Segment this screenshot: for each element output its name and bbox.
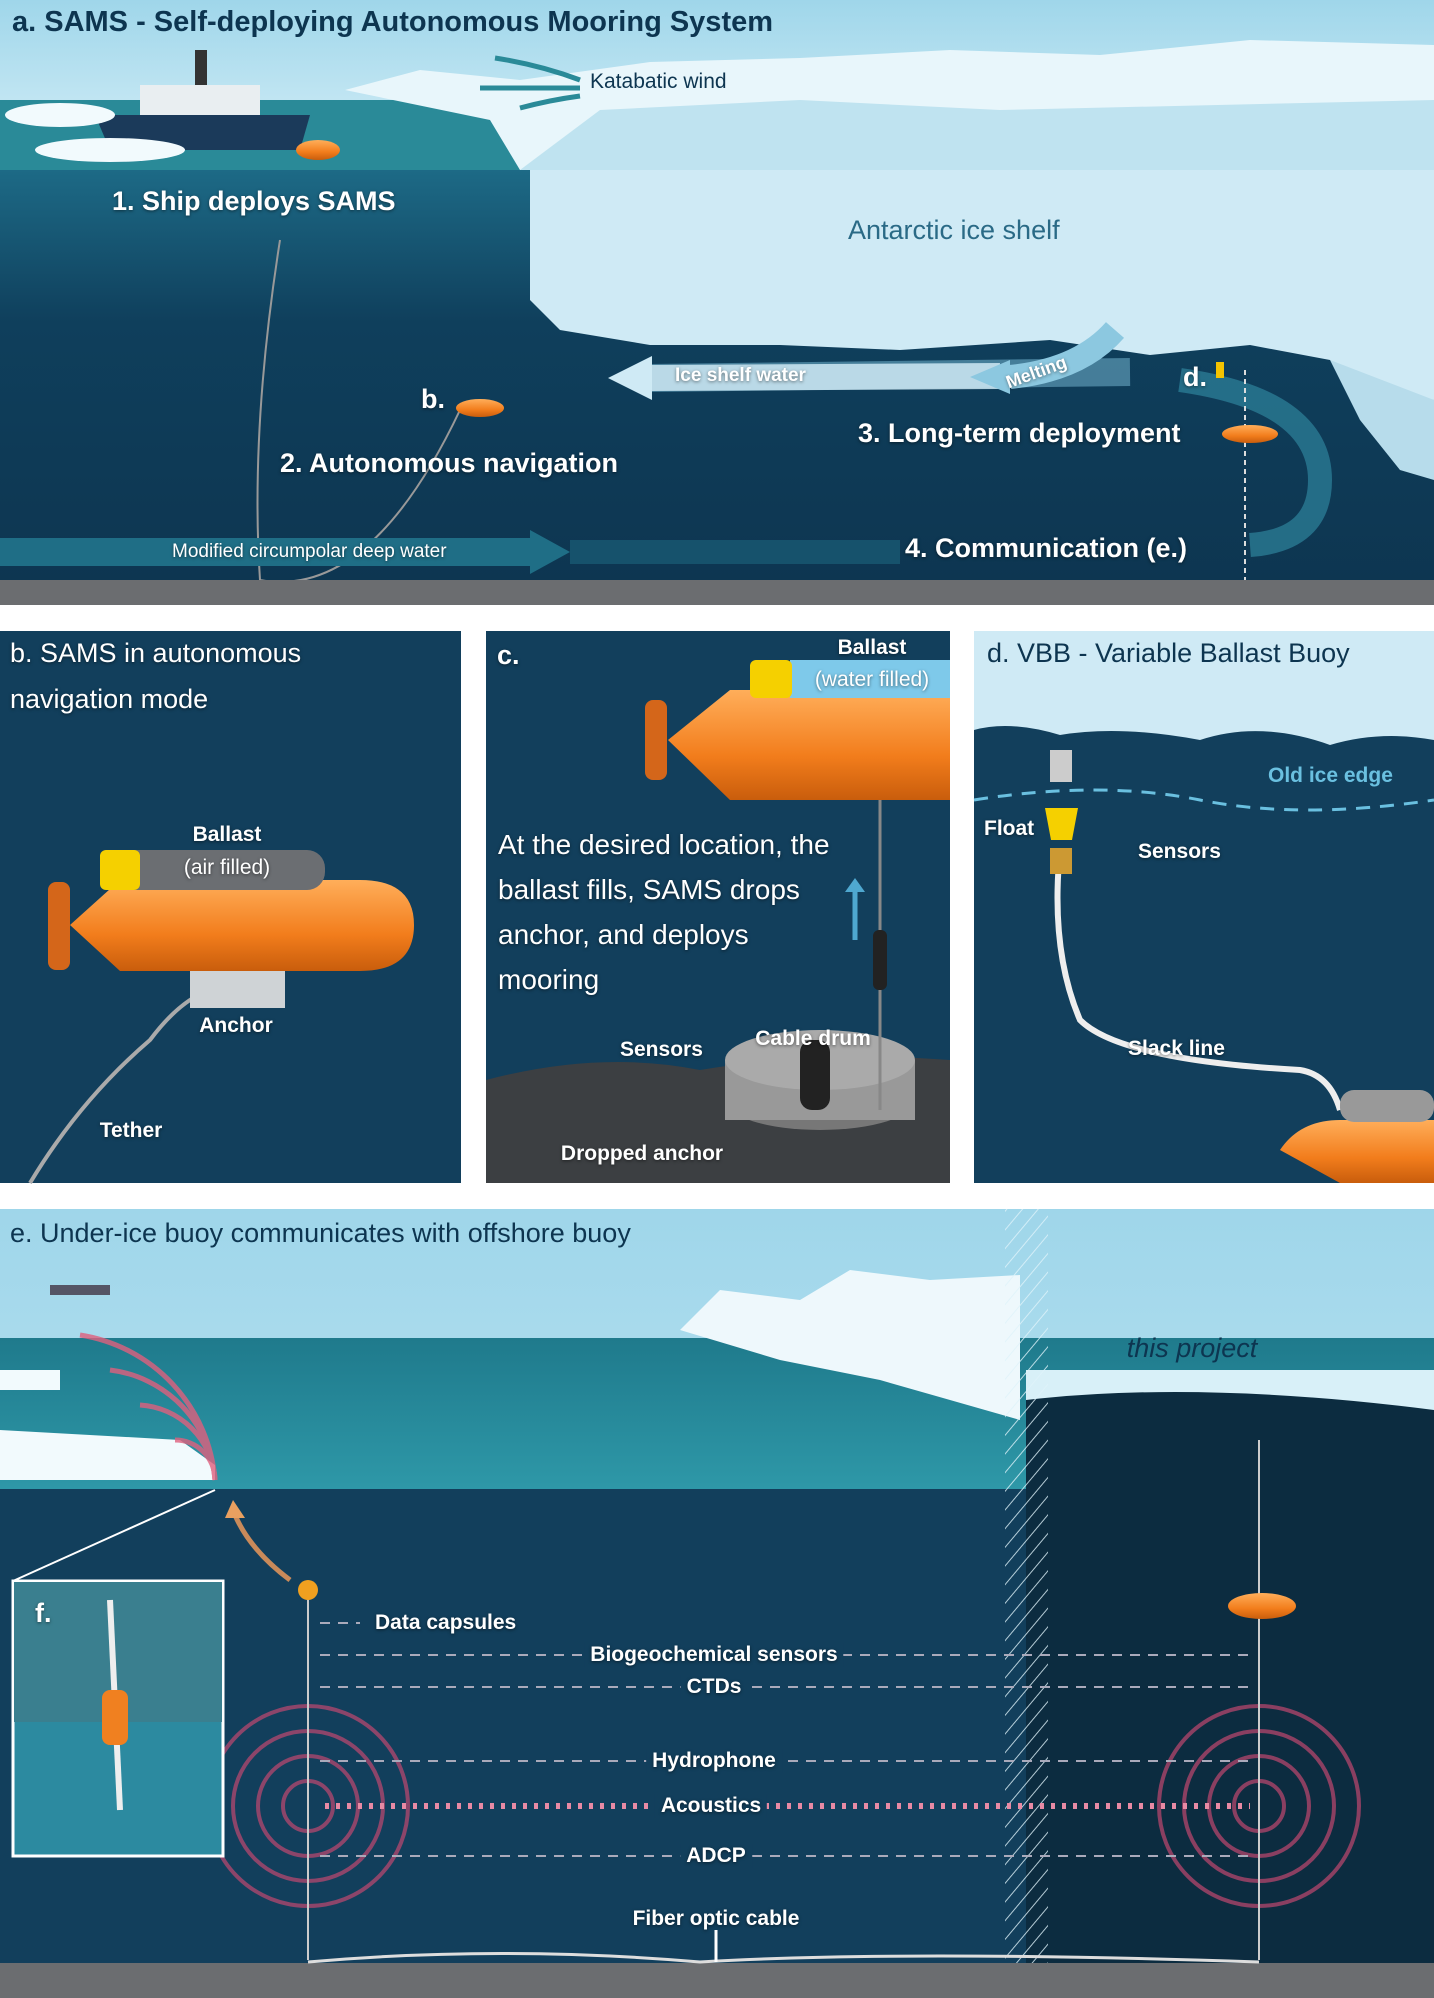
float-label: Float [984,817,1035,840]
step4-label: 4. Communication (e.) [905,533,1188,563]
ice-shelf-label: Antarctic ice shelf [848,215,1060,245]
sensors-label-d: Sensors [1138,840,1221,863]
ice-shelf-water-label: Ice shelf water [675,365,806,386]
katabatic-wind-label: Katabatic wind [590,70,727,93]
panel-c-description: At the desired location, the ballast fil… [498,829,830,995]
inset-f-label: f. [35,1598,52,1628]
ballast-state: (air filled) [183,856,271,879]
panel-b-title-line2: navigation mode [10,684,209,714]
step3-label: 3. Long-term deployment [858,418,1181,448]
panel-b-title-line1: b. SAMS in autonomous [10,638,302,668]
step1-label: 1. Ship deploys SAMS [112,186,396,216]
ballast-label-c: Ballast [837,636,907,659]
fiber-optic-label: Fiber optic cable [632,1907,800,1930]
step2-label: 2. Autonomous navigation [280,448,619,478]
b-marker: b. [421,384,445,414]
panel-c-title: c. [497,640,520,670]
panel-c-art [486,631,950,1183]
hydrophone-label: Hydrophone [646,1749,782,1773]
adcp-label: ADCP [680,1844,752,1868]
this-project-label: this project [1126,1333,1258,1363]
ballast-label: Ballast [192,823,262,846]
panel-d-art [973,631,1434,1183]
ballast-state-c: (water filled) [814,668,930,691]
dropped-anchor-label: Dropped anchor [560,1142,724,1165]
acoustics-label: Acoustics [654,1794,768,1818]
panel-d-title: d. VBB - Variable Ballast Buoy [987,638,1350,668]
panel-e-title: e. Under-ice buoy communicates with offs… [10,1218,631,1248]
anchor-label: Anchor [199,1014,273,1037]
biogeochemical-label: Biogeochemical sensors [584,1643,844,1667]
data-capsules-label: Data capsules [375,1611,517,1634]
cable-drum-label: Cable drum [755,1027,871,1050]
old-ice-edge-label: Old ice edge [1268,764,1393,787]
d-marker: d. [1183,362,1207,392]
panel-a-art [0,0,1434,605]
ctds-label: CTDs [680,1675,748,1699]
sensors-label-c: Sensors [620,1038,703,1061]
panel-a-title: a. SAMS - Self-deploying Autonomous Moor… [12,6,774,38]
tether-label: Tether [99,1119,163,1142]
panel-e-art [0,1209,1434,1998]
slack-line-label: Slack line [1128,1037,1225,1060]
deep-water-label: Modified circumpolar deep water [172,541,447,562]
panel-b-art [0,631,461,1185]
